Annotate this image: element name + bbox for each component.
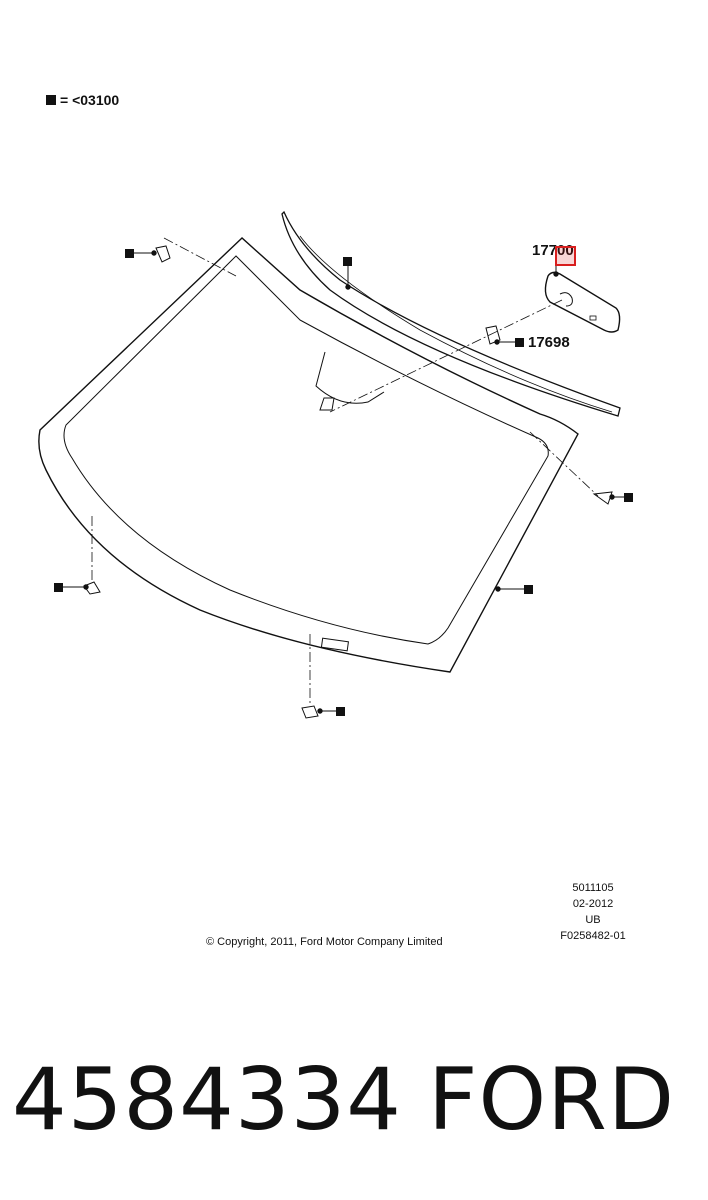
- clip-left: [83, 581, 101, 595]
- legend-square-icon: [46, 95, 56, 105]
- copyright: © Copyright, 2011, Ford Motor Company Li…: [206, 936, 443, 948]
- callout-17698: 17698: [528, 334, 570, 351]
- callout-markers: [54, 249, 633, 716]
- highlight-box: [555, 246, 576, 266]
- meta-line-3: UB: [585, 914, 601, 926]
- brand-name: FORD: [428, 1050, 676, 1150]
- clip-top-left: [155, 245, 171, 263]
- meta-line-1: 5011105: [572, 882, 614, 894]
- roof-moulding: [281, 210, 621, 417]
- windshield-diagram: [38, 210, 633, 719]
- clip-right: [592, 491, 613, 505]
- vin-window: [320, 637, 349, 652]
- part-number: 4584334: [12, 1050, 403, 1150]
- windshield-glass-edge: [63, 255, 549, 645]
- mirror-mount-clip: [319, 397, 335, 411]
- legend: = <03100: [46, 92, 119, 108]
- mirror-mount-area: [315, 351, 385, 404]
- diagram-meta: 5011105 02-2012 UB F0258482-01: [548, 880, 638, 944]
- meta-line-2: 02-2012: [572, 898, 614, 910]
- windshield-outline: [38, 237, 579, 673]
- clip-bottom: [301, 705, 319, 719]
- legend-text: = <03100: [60, 92, 120, 108]
- clip-bracket-17698: [485, 325, 501, 345]
- meta-line-4: F0258482-01: [560, 930, 626, 942]
